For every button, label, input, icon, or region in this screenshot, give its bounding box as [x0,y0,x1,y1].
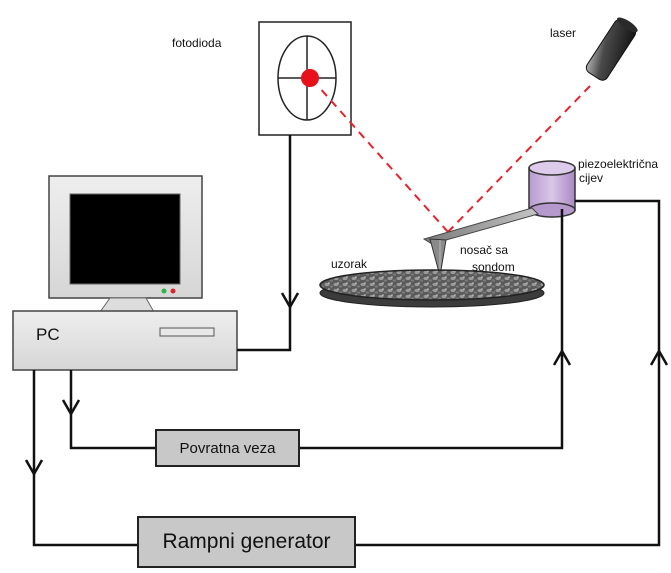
arrow-feedback-piezo-up [552,348,572,366]
feedback-box-label: Povratna veza [179,439,276,457]
laser-beam [317,85,591,233]
arrow-photodiode-down [280,292,300,310]
feedback-box: Povratna veza [155,429,300,467]
laser-emitter [585,17,638,81]
arrow-pc-ramp-down [24,459,44,477]
ramp-generator-box: Rampni generator [137,516,356,568]
pc-case [12,310,238,371]
piezo-label-line2: cijev [579,171,604,185]
cantilever-label-line1: nosač sa [460,243,509,257]
laser-spot [301,69,319,87]
photodiode-label: fotodioda [172,36,222,50]
ramp-generator-box-label: Rampni generator [162,530,331,553]
pc-led-green [161,288,167,294]
sample-label: uzorak [331,257,368,271]
laser-label: laser [550,26,577,40]
signal-arrows [24,292,669,477]
disk-drive-slot [159,327,215,337]
cantilever-label-line2: sondom [472,260,515,274]
photodiode [258,21,352,136]
piezo-label-line1: piezoelektrična [578,157,659,171]
wiring [32,135,661,547]
arrow-ramp-piezo-up [649,348,669,366]
arrow-pc-feedback-down [61,399,81,417]
sample-disc [319,269,545,308]
pc-label: PC [36,325,60,344]
pc-led-red [170,288,176,294]
pc-monitor [48,175,203,313]
piezo-tube [528,160,576,218]
